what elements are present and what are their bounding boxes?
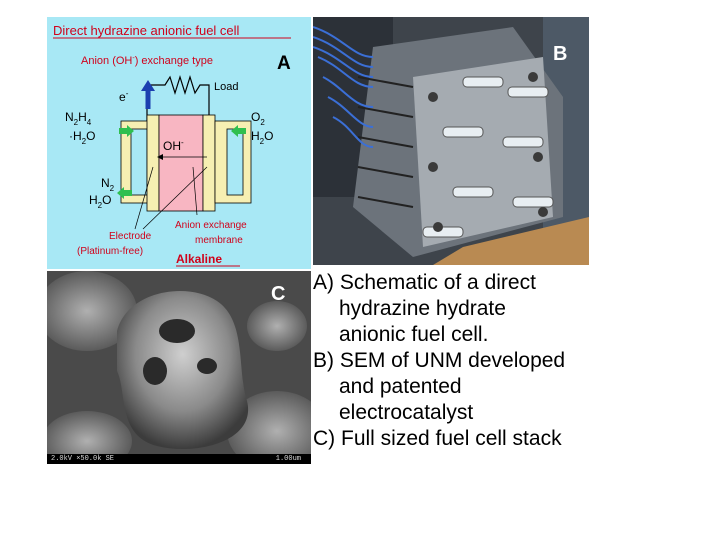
hydrate-water-label: ·H2O (69, 129, 95, 146)
anode-channel (130, 128, 148, 196)
products-out-arrow (117, 187, 132, 199)
alkaline-label: Alkaline (176, 252, 222, 266)
blue-wires (313, 26, 374, 148)
electrode-pointer-2 (142, 166, 208, 230)
fuel-cell-stack-photo (313, 17, 589, 265)
panel-letter-b: B (553, 43, 568, 65)
anion-exchange-membrane (158, 114, 204, 212)
sem-micrograph (47, 271, 311, 464)
panel-c-sem-image: C 2.0kV ×50.0k SE 1.00um (47, 271, 311, 464)
figure-caption: A) Schematic of a direct hydrazine hydra… (313, 270, 613, 452)
hydroxide-arrow-head (157, 154, 163, 160)
caption-c-line1: C) Full sized fuel cell stack (313, 427, 562, 450)
electrode-sublabel: (Platinum-free) (77, 246, 143, 257)
sem-pore-1 (159, 319, 195, 343)
sem-pore-2 (143, 357, 167, 385)
stack-plate-lines (357, 76, 414, 208)
electron-label: e- (119, 89, 129, 104)
tube-fittings (422, 76, 554, 238)
caption-a-line2: hydrazine hydrate (339, 297, 506, 320)
fuel-in-arrow (119, 125, 134, 137)
diagram-subtitle: Anion (OH-) exchange type (81, 55, 213, 67)
caption-a-line3: anionic fuel cell. (339, 323, 489, 346)
membrane-pointer (192, 166, 198, 216)
sem-main-particle (117, 291, 249, 449)
panel-letter-a: A (277, 53, 291, 74)
cathode-channel (226, 128, 244, 196)
membrane-label: Anion exchange (175, 220, 247, 231)
water-out-label: H2O (89, 193, 111, 210)
oxidant-in-arrow (231, 125, 246, 137)
hydroxide-label: OH- (163, 138, 184, 153)
wooden-base (433, 217, 589, 265)
sem-particle-1 (47, 271, 137, 351)
electrode-label: Electrode (109, 231, 152, 242)
bolts (428, 72, 548, 232)
nitrogen-out-label: N2 (101, 176, 115, 193)
panel-a-schematic: Direct hydrazine anionic fuel cell Anion… (47, 17, 311, 269)
sem-particle-3 (47, 411, 132, 464)
sem-settings-text: 2.0kV ×50.0k SE (51, 455, 115, 463)
cathode-electrode (202, 114, 216, 212)
sem-info-bar: 2.0kV ×50.0k SE 1.00um (47, 454, 311, 464)
sem-scale-text: 1.00um (275, 455, 301, 463)
caption-a-line1: A) Schematic of a direct (313, 271, 536, 294)
caption-b-line2: and patented (339, 375, 462, 398)
load-label: Load (214, 81, 238, 93)
panel-b-photo: B (313, 17, 589, 265)
panel-letter-c: C (271, 283, 286, 305)
caption-b-line1: B) SEM of UNM developed (313, 349, 566, 372)
sem-particle-4 (247, 301, 307, 351)
diagram-title: Direct hydrazine anionic fuel cell (53, 23, 240, 38)
anode-electrode (146, 114, 160, 212)
oxygen-label: O2 (251, 110, 265, 127)
fuel-cell-diagram: Direct hydrazine anionic fuel cell Anion… (53, 23, 291, 267)
electrode-pointer-1 (134, 166, 154, 230)
caption-b-line3: electrocatalyst (339, 401, 474, 424)
hydrazine-label: N2H4 (65, 110, 92, 127)
electron-arrow-head (141, 80, 155, 91)
cathode-water-label: H2O (251, 129, 273, 146)
membrane-sublabel: membrane (195, 235, 243, 246)
load-wire (146, 74, 210, 137)
sem-pore-3 (197, 358, 217, 374)
